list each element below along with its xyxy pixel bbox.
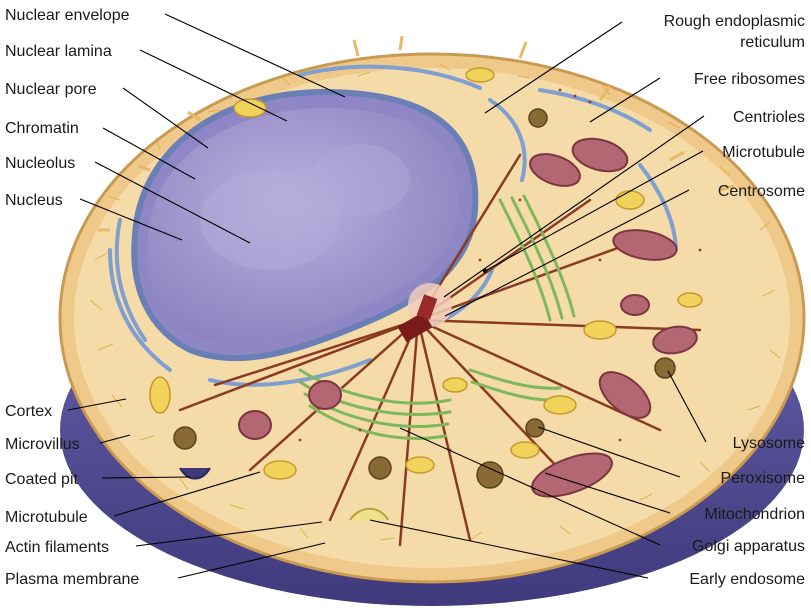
label-rough-er-line2: reticulum [740,34,805,51]
label-centrosome: Centrosome [718,183,805,200]
label-centrioles: Centrioles [733,109,805,126]
early-endosome-shape [349,507,389,521]
label-chromatin: Chromatin [5,120,79,137]
label-microtubule-left: Microtubule [5,509,88,526]
label-peroxisome: Peroxisome [721,470,806,487]
label-plasma-membrane: Plasma membrane [5,571,139,588]
labels-left: Nuclear envelope Nuclear lamina Nuclear … [5,7,139,588]
microvilli [98,35,735,232]
labels-right: Rough endoplasmic reticulum Free ribosom… [664,13,806,588]
label-free-ribosomes: Free ribosomes [694,71,805,88]
label-actin-filaments: Actin filaments [5,539,109,556]
label-nuclear-pore: Nuclear pore [5,81,97,98]
label-rough-er: Rough endoplasmic [664,13,805,30]
label-mitochondrion: Mitochondrion [705,506,806,523]
label-microvillus: Microvillus [5,436,80,453]
label-early-endosome: Early endosome [689,571,805,588]
leader-lines [67,13,707,579]
coated-pit-shape [179,467,211,480]
label-nuclear-lamina: Nuclear lamina [5,43,112,60]
label-microtubule-right: Microtubule [722,144,805,161]
rough-er-shape [108,64,678,387]
label-nucleolus: Nucleolus [5,155,75,172]
label-cortex: Cortex [5,403,52,420]
label-golgi-apparatus: Golgi apparatus [692,538,805,555]
mitochondria [238,137,698,498]
centrioles-shape [397,294,438,343]
lysosomes [173,108,676,489]
label-lysosome: Lysosome [733,435,805,452]
label-nucleus: Nucleus [5,192,63,209]
nucleus-shape [131,88,479,362]
label-coated-pit: Coated pit [5,471,78,488]
label-nuclear-envelope: Nuclear envelope [5,7,130,24]
free-ribosomes-dots [298,88,702,452]
